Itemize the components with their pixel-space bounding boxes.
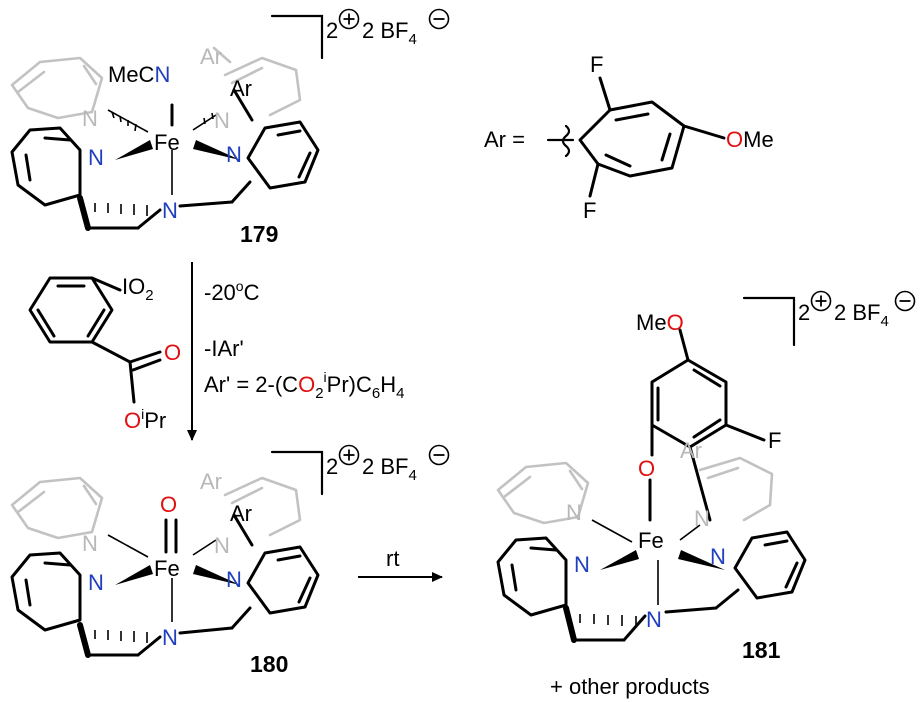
compound-180: O Ar Ar N N Fe N N N 180 2 2 BF4 — [10, 444, 450, 677]
isopropyl-ester: OiPr — [124, 406, 166, 433]
oxo-ligand: O — [160, 492, 177, 517]
background-aryl-ring-181 — [698, 456, 774, 522]
amine-n-179: N — [162, 198, 178, 223]
fluoro-181: F — [768, 428, 781, 453]
aryl-label-gray: Ar — [200, 44, 222, 69]
step1-ar-prime-definition: Ar' = 2-(CO2iPr)C6H4 — [204, 369, 404, 402]
charge-180: 2 — [326, 454, 338, 479]
pyridine-right-181 — [733, 530, 807, 600]
charge-179: 2 — [326, 18, 338, 43]
pyridine-n-left-181: N — [574, 552, 590, 577]
aryl-label-gray-180: Ar — [200, 469, 222, 494]
background-aryl-ring-179 — [223, 56, 302, 117]
fluoro-bottom: F — [583, 198, 596, 223]
background-pyridine-left-180 — [10, 476, 104, 540]
aryl-label-180: Ar — [230, 501, 252, 526]
pyridine-left-180 — [10, 551, 82, 632]
ar-definition: Ar = F F OMe — [484, 52, 774, 223]
gray-n-right-180: N — [214, 533, 230, 558]
pyridine-right-179 — [246, 120, 320, 190]
step1-temperature: -20oC — [204, 278, 260, 305]
carbonyl-oxygen: O — [164, 340, 181, 365]
oxidant-benzene-ring — [28, 276, 114, 344]
wedge-bond-179 — [115, 140, 153, 160]
hashed-ch2-180 — [94, 630, 148, 643]
gray-n-left: N — [82, 106, 98, 131]
pyridine-n-right-180: N — [226, 567, 242, 592]
iron-center-180: Fe — [154, 556, 180, 581]
iron-center-179: Fe — [154, 130, 180, 155]
gray-n-right-181: N — [694, 506, 710, 531]
iron-center-181: Fe — [638, 528, 664, 553]
iodyl-group: IO2 — [122, 274, 154, 304]
hashed-ch2-179 — [94, 203, 148, 216]
phenoxide-oxygen: O — [638, 456, 655, 481]
gray-n-right: N — [214, 108, 230, 133]
pyridine-n-left-180: N — [88, 570, 104, 595]
charge-181: 2 — [798, 300, 810, 325]
compound-id-180: 180 — [250, 651, 288, 677]
compound-id-181: 181 — [742, 637, 781, 663]
aryl-label-gray-181: Ar — [680, 438, 702, 463]
ar-equals: Ar = — [484, 127, 525, 152]
counterion-181: 2 BF4 — [834, 300, 889, 330]
mecn-ligand-label: MeCN — [108, 62, 170, 87]
background-aryl-ring-180 — [223, 476, 302, 537]
aryl-label: Ar — [230, 76, 252, 101]
oxidant-iodosylbenzoate: IO2 O OiPr — [28, 274, 181, 433]
amine-n-180: N — [162, 625, 178, 650]
amine-n-181: N — [646, 607, 662, 632]
methoxy-label: OMe — [726, 127, 774, 152]
pyridine-left-179 — [10, 126, 82, 207]
hydroxylated-aryl-ring-181 — [650, 358, 728, 449]
fluoro-top: F — [590, 52, 603, 77]
pyridine-right-180 — [246, 545, 320, 615]
step1-byproduct: -IAr' — [204, 336, 244, 361]
pyridine-n-right-181: N — [710, 544, 726, 569]
gray-n-left-181: N — [566, 500, 582, 525]
pyridine-n-right: N — [226, 142, 242, 167]
other-products-note: + other products — [550, 674, 710, 699]
aryl-ring — [578, 100, 686, 178]
gray-n-left-180: N — [82, 531, 98, 556]
counterion-180: 2 BF4 — [362, 454, 417, 484]
pyridine-left-181 — [496, 536, 568, 617]
pyridine-n-left: N — [88, 145, 104, 170]
background-pyridine-left-181 — [496, 461, 590, 525]
background-pyridine-left-179 — [10, 56, 104, 120]
compound-179: MeCN Ar Ar N N Fe N N N 179 2 2 BF4 — [10, 8, 450, 247]
step2-condition: rt — [386, 546, 399, 571]
counterion-179: 2 BF4 — [362, 18, 417, 48]
methoxy-181: MeO — [636, 310, 684, 335]
compound-181: MeO O F Ar N N Fe N N N 181 + other prod… — [496, 290, 916, 699]
hashed-ch2-181 — [579, 614, 637, 627]
compound-id-179: 179 — [240, 221, 278, 247]
